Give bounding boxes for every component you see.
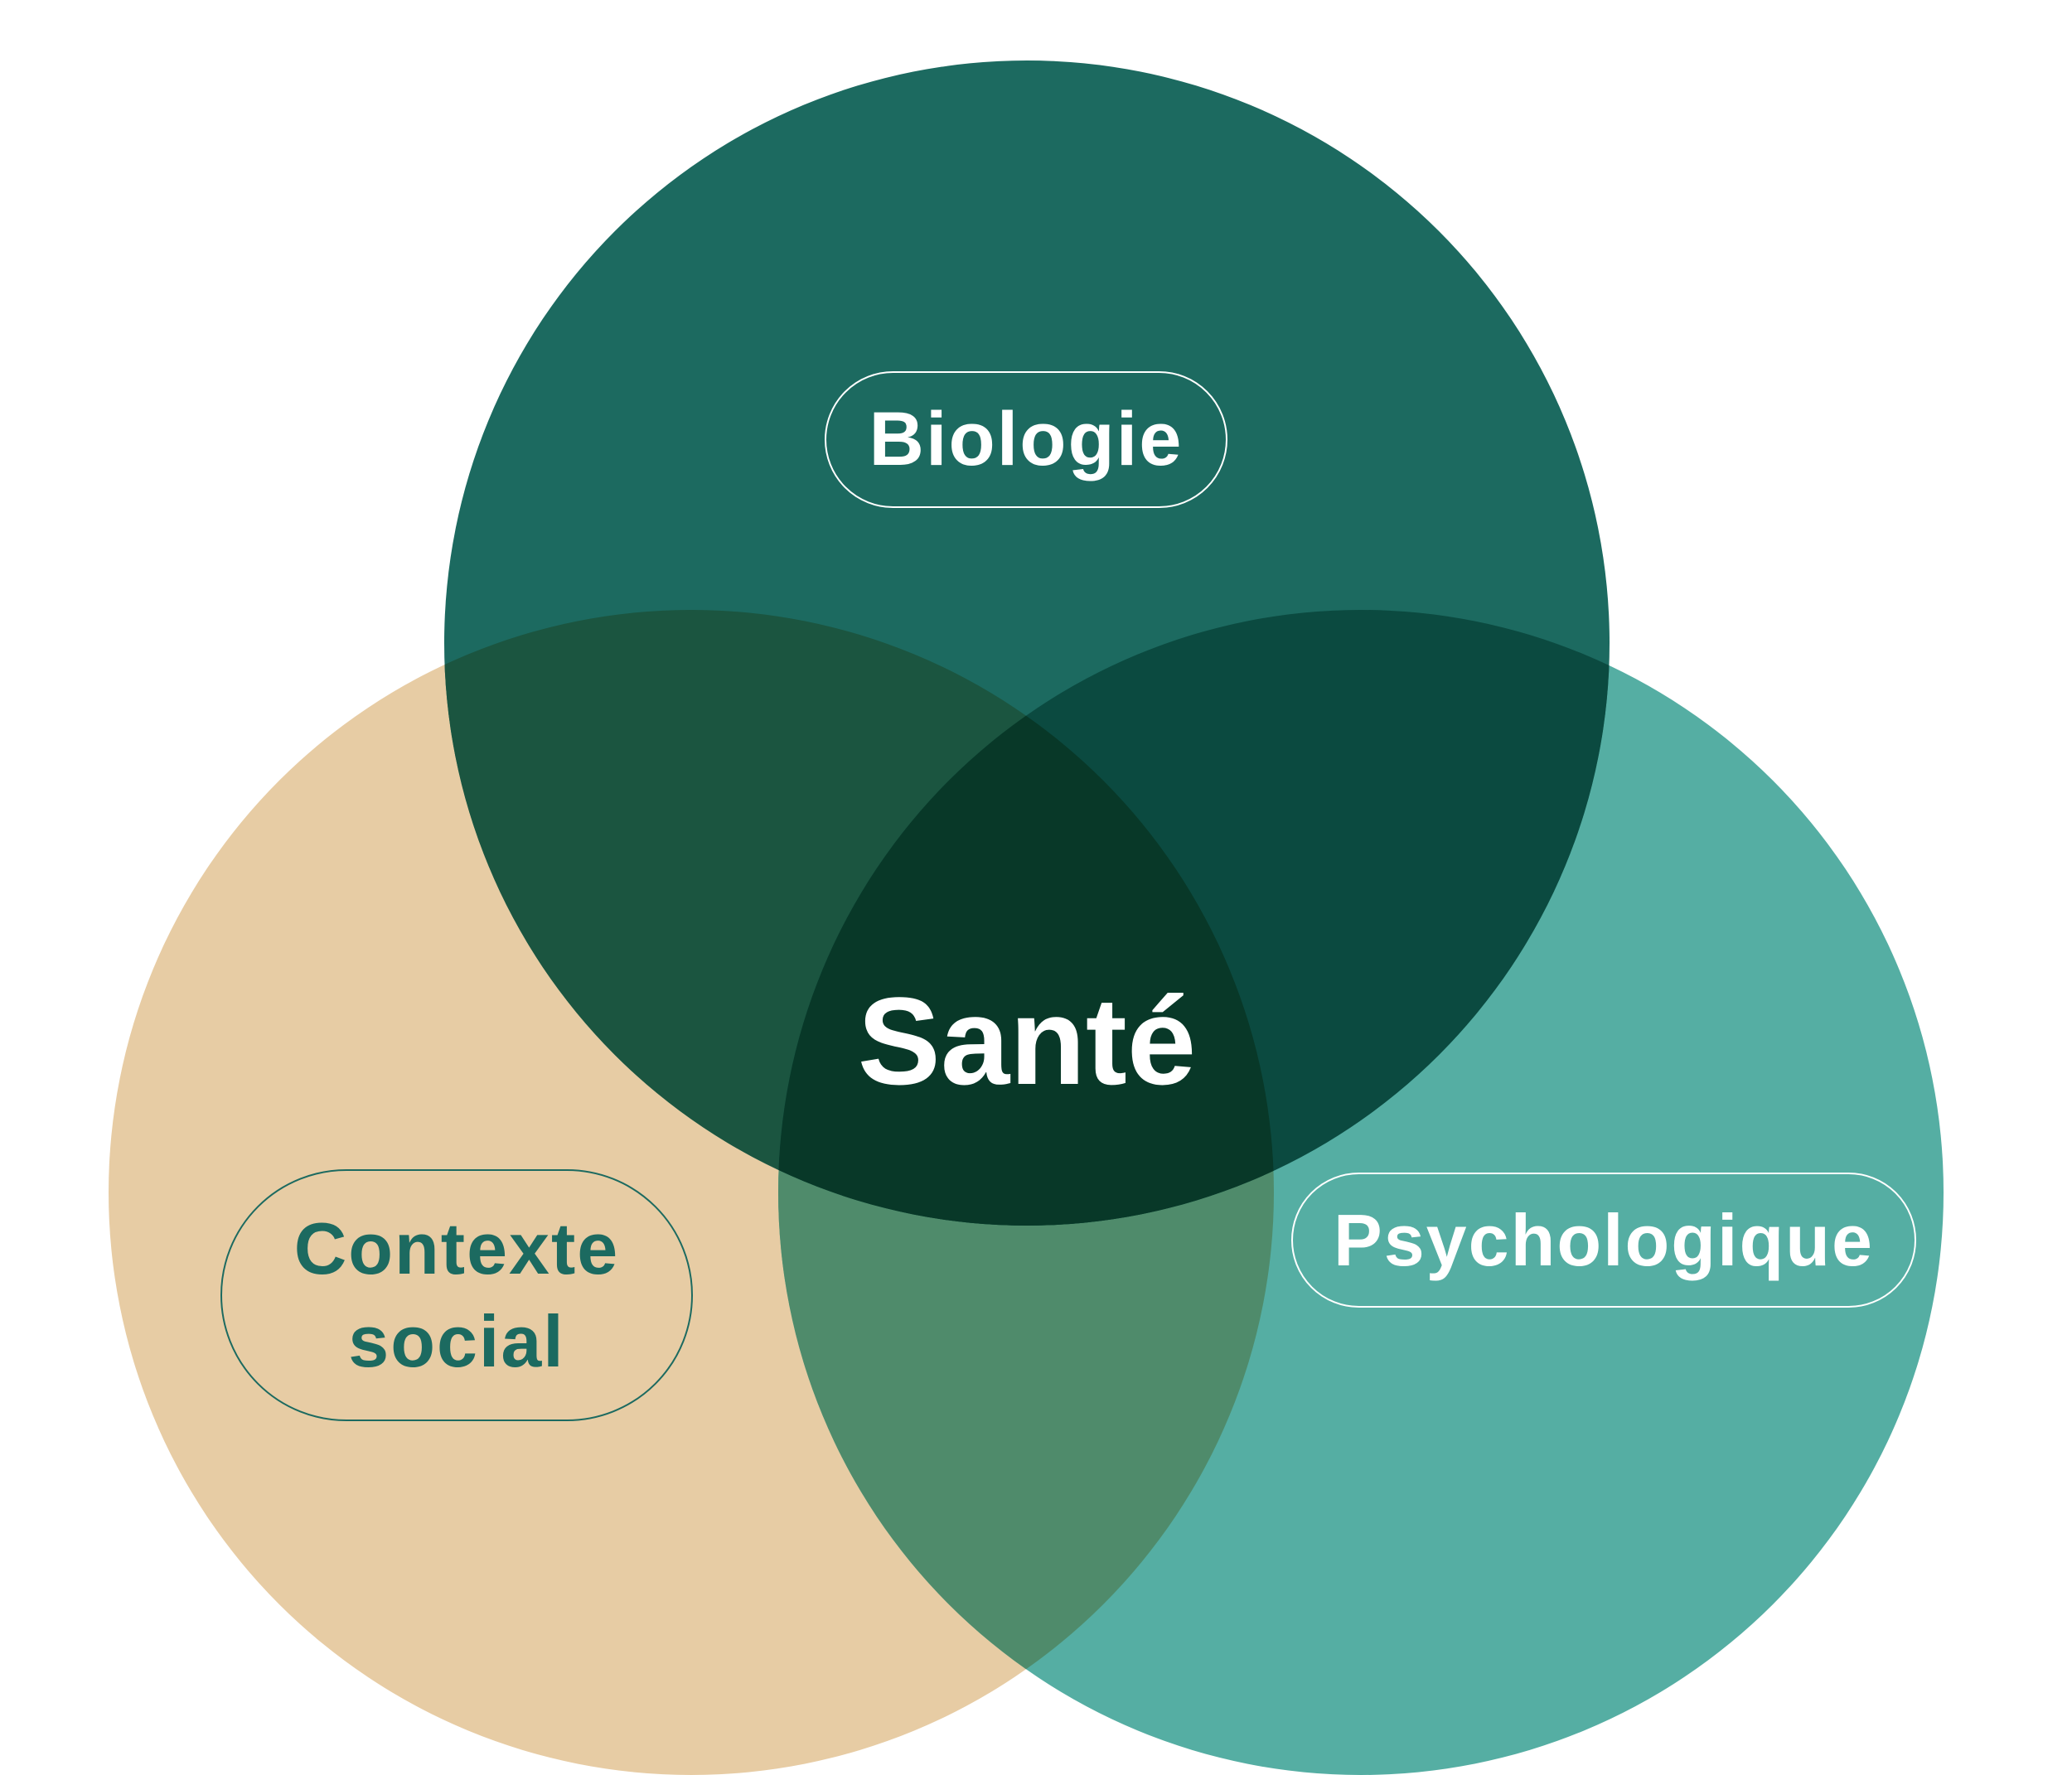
label-contexte-social: Contexte social	[220, 1169, 693, 1421]
psychologique-text: Psychologique	[1334, 1198, 1874, 1281]
contexte-social-line-1: Contexte	[293, 1207, 620, 1289]
contexte-social-line-2: social	[348, 1300, 565, 1382]
label-psychologique: Psychologique	[1291, 1173, 1916, 1308]
label-biologie: Biologie	[825, 371, 1227, 508]
biologie-text: Biologie	[869, 397, 1184, 481]
center-label-sante: Santé	[857, 971, 1197, 1110]
overlap-all	[778, 610, 1274, 1226]
